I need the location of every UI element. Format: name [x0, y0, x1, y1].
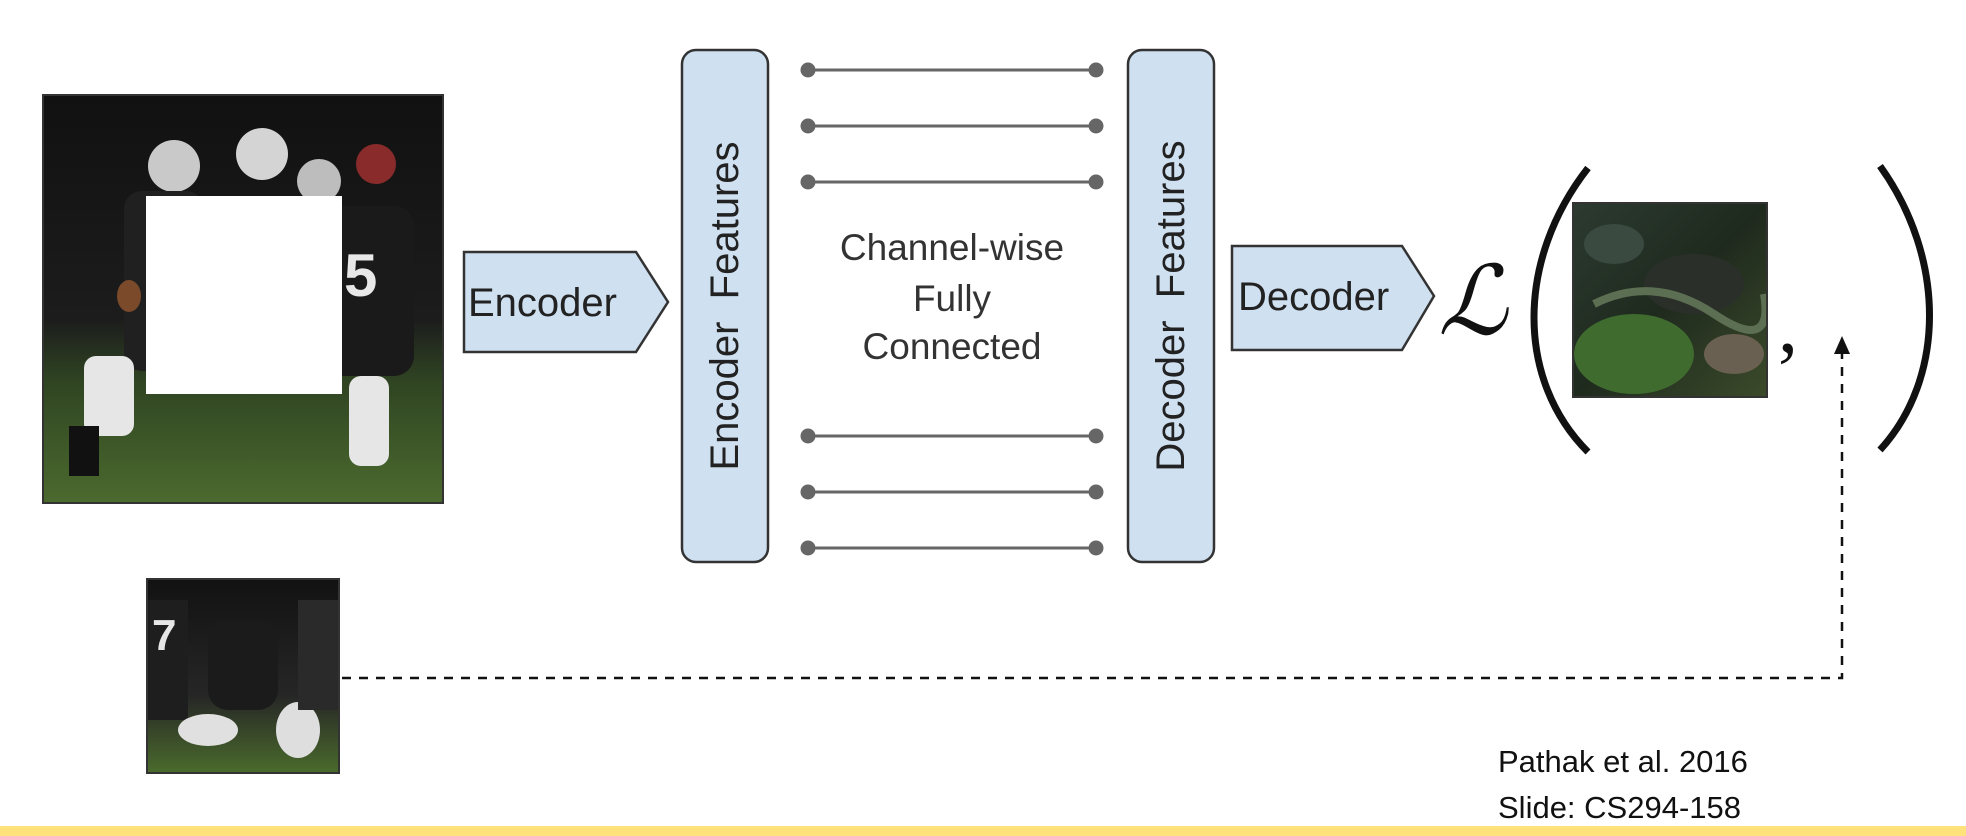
citation-text: Pathak et al. 2016	[1498, 744, 1748, 779]
slide-source-text: Slide: CS294-158	[1498, 790, 1741, 825]
fc-label-line1: Channel-wise	[840, 227, 1064, 268]
footer-rule	[0, 826, 1966, 836]
decoder-block	[1230, 244, 1436, 352]
left-paren	[1530, 165, 1591, 455]
right-paren	[1877, 163, 1933, 453]
patch-photo-icon: 7	[148, 580, 338, 772]
svg-text:7: 7	[152, 611, 176, 660]
fc-label-line2: Fully	[913, 278, 992, 319]
fc-lines	[800, 62, 1104, 556]
encoder-features-box	[680, 48, 770, 564]
svg-text:5: 5	[344, 242, 377, 309]
encoder-features-label: Encoder Features	[703, 141, 747, 470]
encoder-label: Encoder	[468, 281, 617, 325]
fc-label-line3: Connected	[863, 326, 1042, 367]
football-photo-icon: 5	[44, 96, 442, 502]
comma: ,	[1778, 282, 1798, 370]
decoder-features-label: Decoder Features	[1149, 140, 1193, 471]
decoder-features-box	[1126, 48, 1216, 564]
reconstruction-photo-icon	[1574, 204, 1766, 396]
loss-symbol: ℒ	[1438, 245, 1509, 357]
reconstructed-patch	[1572, 202, 1768, 398]
ground-truth-arrow	[342, 336, 1850, 680]
encoder-block	[462, 250, 670, 354]
ground-truth-patch: 7	[146, 578, 340, 774]
masked-input-image: 5	[42, 94, 444, 504]
decoder-label: Decoder	[1238, 275, 1389, 319]
